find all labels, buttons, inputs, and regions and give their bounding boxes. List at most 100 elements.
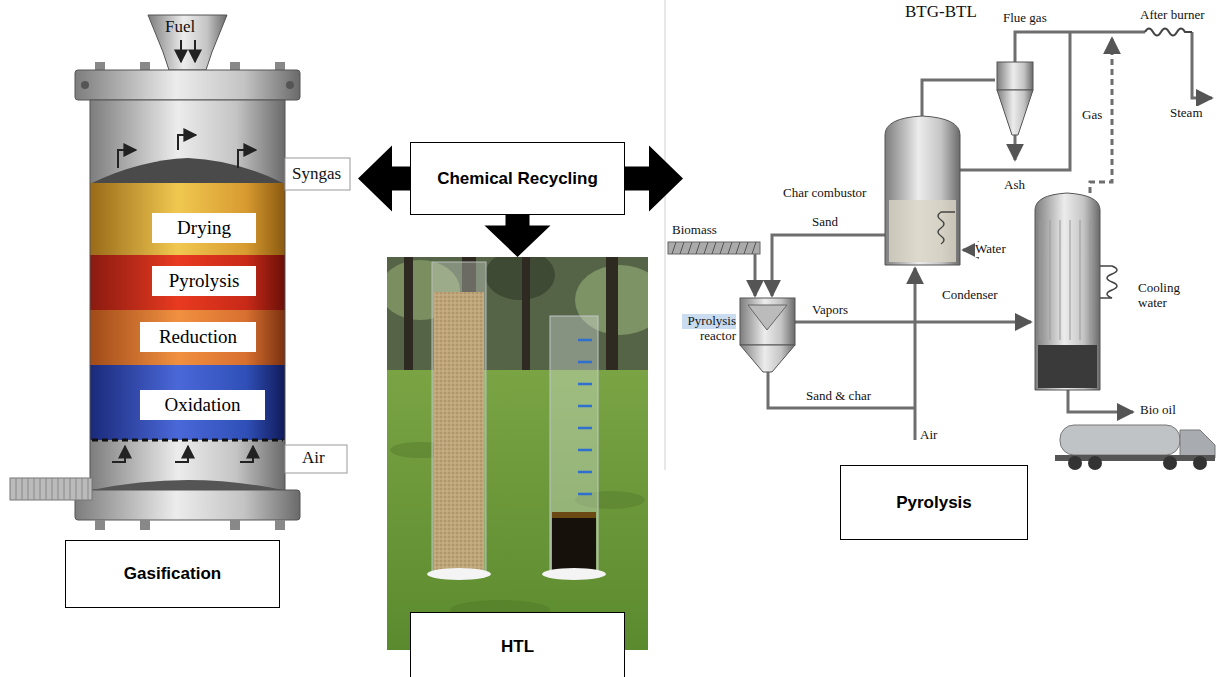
htl-photo-part (552, 518, 596, 572)
label-frame: Gasification (65, 540, 280, 608)
gasifier-part (92, 439, 283, 442)
block-arrow (485, 215, 551, 257)
pyrolysis-schematic-part (1035, 193, 1100, 390)
diagram-label: Flue gas (1003, 11, 1047, 26)
gasifier-part (175, 446, 188, 462)
diagram-label: Char combustor (783, 186, 866, 201)
gasifier-part (285, 158, 350, 190)
pyrolysis-schematic-part-part (963, 249, 974, 252)
htl-photo-part (522, 257, 530, 375)
gasifier-part (90, 440, 285, 490)
zone-label: Drying (152, 213, 256, 243)
diagram-label: Sand (812, 215, 838, 230)
block-arrow (358, 146, 410, 212)
pyrolysis-schematic-part-part (1192, 32, 1212, 98)
htl-photo-part (434, 292, 484, 572)
htl-photo-part (404, 257, 413, 382)
diagram-label: Syngas (292, 164, 341, 184)
zone-label: Reduction (140, 322, 256, 352)
htl-photo (387, 257, 648, 650)
htl-photo-part (606, 257, 618, 372)
gasifier-part (10, 478, 92, 500)
gasifier-part (81, 81, 89, 89)
htl-photo-part (432, 262, 486, 574)
gasifier-part (75, 490, 300, 520)
zone-name: Drying (177, 217, 231, 239)
gasifier-part (90, 100, 285, 183)
pyrolysis-schematic-part (755, 32, 1212, 440)
diagram-label: Fuel (165, 17, 195, 37)
gasifier-part (90, 255, 285, 310)
process-box: Chemical Recycling (410, 142, 625, 215)
pyrolysis-schematic-part (885, 116, 960, 265)
box-label: Chemical Recycling (437, 169, 598, 189)
diagram-label: Gas (1082, 108, 1102, 123)
pyrolysis-schematic-part (1100, 266, 1117, 298)
gasifier-part (286, 81, 294, 89)
pyrolysis-schematic-part (668, 242, 760, 254)
diagram-label: Biomass (672, 223, 717, 238)
pyrolysis-schematic-part (1145, 29, 1192, 36)
pyrolysis-schematic-part (1163, 456, 1177, 470)
diagram-label: Vapors (812, 303, 848, 318)
diagram-label: Sand & char (806, 389, 871, 404)
box-label: Gasification (124, 564, 221, 584)
label-frame: Pyrolysis (840, 465, 1028, 540)
gasifier-part (90, 365, 285, 440)
htl-photo-part (485, 257, 555, 300)
block-arrow (625, 146, 683, 212)
pyrolysis-panel: Pyrolysis (683, 0, 1220, 545)
diagram-label: Air (302, 448, 325, 468)
gasifier-part (92, 158, 283, 183)
pyrolysis-schematic-part-part (754, 254, 757, 296)
pyrolysis-schematic-part-part (914, 268, 917, 440)
pyrolysis-schematic-part (997, 90, 1033, 135)
pyrolysis-schematic-part (889, 200, 956, 262)
gasifier-part (230, 520, 240, 530)
gasifier-part (75, 70, 300, 100)
pyrolysis-schematic-part (665, 0, 666, 470)
gasifier-part (140, 62, 150, 70)
pyrolysis-schematic-part-part (772, 235, 885, 296)
htl-photo-part (434, 292, 484, 572)
zone-label: Oxidation (140, 390, 265, 420)
gasifier-part (112, 446, 125, 462)
gasifier-part (90, 183, 285, 255)
htl-photo-part (427, 568, 491, 580)
zone-name: Pyrolysis (169, 270, 240, 292)
gasification-panel: Gasification DryingPyrolysisReductionOxid… (10, 15, 358, 608)
gasifier-part (16, 478, 88, 500)
diagram-label: Pyrolysis reactor (682, 314, 736, 344)
gasifier (10, 15, 350, 530)
pyrolysis-schematic-part-part (1014, 135, 1017, 160)
gasifier-part (95, 62, 105, 70)
pyrolysis-schematic-part (1060, 425, 1180, 455)
pyrolysis-schematic-part (740, 345, 795, 372)
gasifier-part (118, 150, 136, 168)
diagram-label: Air (920, 428, 937, 443)
gasifier-part (240, 446, 253, 462)
pyrolysis-schematic-part (1088, 456, 1102, 470)
diagram-label: Steam (1170, 106, 1203, 121)
zone-name: Oxidation (165, 394, 241, 416)
diagram-label: BTG-BTL (905, 2, 977, 22)
gasifier-part (238, 150, 256, 168)
pyrolysis-schematic-part (740, 298, 795, 345)
htl-panel: HTL (387, 257, 648, 677)
diagram-label: Cooling water (1138, 281, 1200, 311)
pyrolysis-schematic-part-part (768, 372, 915, 408)
pyrolysis-schematic-part-part (922, 80, 995, 116)
diagram-label: Water (975, 242, 1006, 257)
gasifier-part (194, 40, 196, 62)
label-frame: HTL (410, 612, 625, 677)
pyrolysis-schematic-part (997, 62, 1033, 90)
pyrolysis-schematic-part (1038, 345, 1097, 388)
gasifier-part (95, 520, 105, 530)
diagram-label: Condenser (942, 288, 998, 303)
box-label: HTL (501, 637, 534, 657)
pyrolysis-schematic-part-part (960, 32, 1070, 170)
zone-label: Pyrolysis (152, 266, 256, 296)
gasifier-part (180, 40, 182, 62)
pyrolysis-schematic-part (672, 242, 756, 254)
htl-photo-part (550, 316, 598, 574)
